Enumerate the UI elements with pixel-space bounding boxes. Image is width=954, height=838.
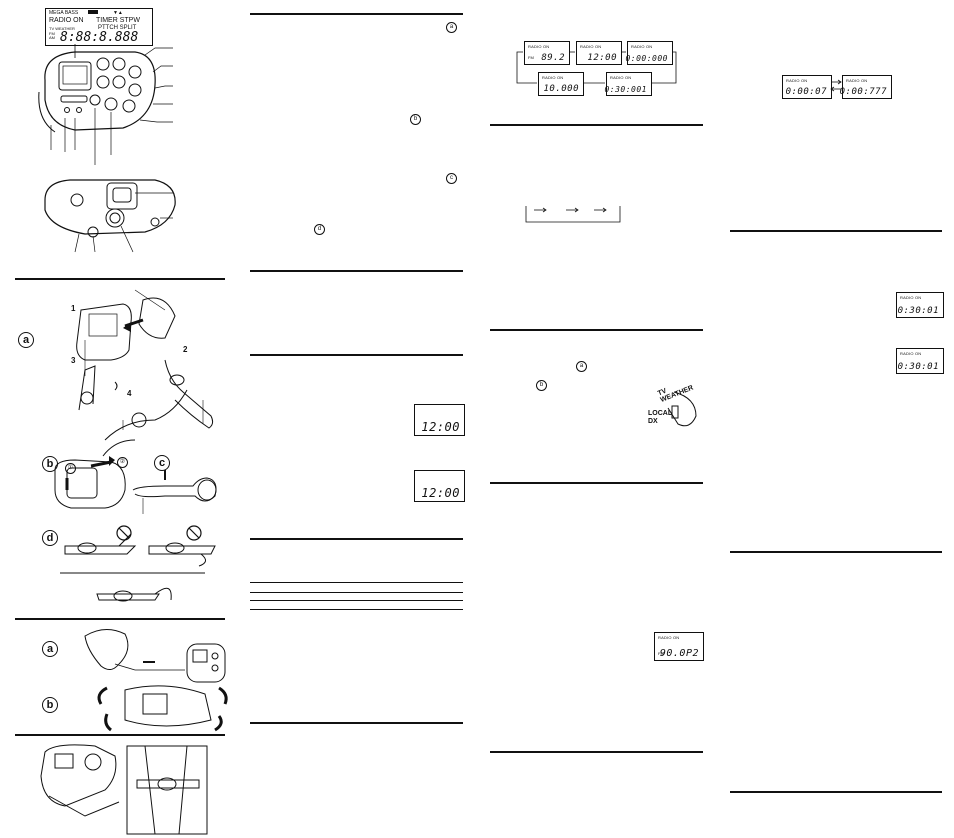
column-4: RADIO ON 0:00:07 RADIO ON 0:00:777 RADIO… xyxy=(730,0,945,838)
device-front-drawing xyxy=(38,44,176,253)
flow-lcd-pitch: RADIO ON 10.000 xyxy=(538,72,584,96)
step-2: 2 xyxy=(183,345,188,354)
step-1: 1 xyxy=(71,304,76,313)
flow-arrows xyxy=(516,51,677,84)
lcd-digits: 0:30:01 xyxy=(897,306,939,316)
lcd-tag: RADIO ON xyxy=(900,351,922,356)
lcd-tag: RADIO ON xyxy=(528,44,550,49)
lcd-digits: 12:00 xyxy=(421,420,460,434)
figure-letter-b-2: b xyxy=(42,697,58,713)
step-3: 3 xyxy=(71,356,76,365)
table-rule-bottom xyxy=(250,609,463,610)
lcd-digits: 0:30:01 xyxy=(897,362,939,372)
lcd-digits: 0:00:777 xyxy=(839,87,887,97)
lcd-digits: 12:00 xyxy=(587,53,617,63)
lcd-band: FM AM xyxy=(49,31,55,40)
column-2: a b c d 12:00 12:00 xyxy=(250,0,465,838)
section-rule xyxy=(490,751,703,753)
lcd-radio-on: RADIO ON xyxy=(49,17,84,24)
section-rule xyxy=(250,538,463,540)
section-rule xyxy=(490,482,703,484)
lcd-tag: RADIO ON xyxy=(900,295,922,300)
figure-letter-a-2: a xyxy=(42,641,58,657)
preset-lcd: RADIO ON FM 90.0P2 xyxy=(654,632,704,661)
marker-b-col3: b xyxy=(536,380,547,391)
section-rule xyxy=(490,124,703,126)
figure-letter-a: a xyxy=(18,332,34,348)
figure-letter-d: d xyxy=(42,530,58,546)
section-rule xyxy=(730,230,942,232)
lcd-megabass-label: MEGA BASS xyxy=(49,10,79,16)
section-rule xyxy=(490,329,703,331)
section-rule xyxy=(15,734,225,736)
lcd-digits: 0:30:001 xyxy=(604,85,647,94)
lcd-digits: 89.2 xyxy=(541,53,565,63)
clock-lcd-minutes: 12:00 xyxy=(414,470,465,502)
section-rule xyxy=(250,270,463,272)
timer-lcd-1: RADIO ON 0:30:01 xyxy=(896,292,944,318)
flow-lcd-stopwatch: RADIO ON 0:00:000 xyxy=(625,41,673,65)
timer-lcd-2: RADIO ON 0:30:01 xyxy=(896,348,944,374)
lcd-digits: 8:88:8.888 xyxy=(60,30,139,45)
lcd-timer-stpw: TIMER STPW xyxy=(96,17,140,24)
section-rule xyxy=(730,791,942,793)
section-rule xyxy=(730,551,942,553)
lcd-tv-weather: TV WEATHER xyxy=(49,26,75,31)
belt-clip-drawing xyxy=(40,744,208,835)
section-rule xyxy=(15,278,225,280)
lcd-digits: 10.000 xyxy=(543,84,579,94)
strap-attach-drawing xyxy=(76,289,214,457)
split-lcd-left: RADIO ON 0:00:07 xyxy=(782,75,832,99)
battery-icon xyxy=(87,10,98,14)
table-rule xyxy=(250,592,463,593)
marker-d: d xyxy=(314,224,325,235)
lcd-tag: RADIO ON xyxy=(786,78,808,83)
lcd-row1: MEGA BASS ▼▲ xyxy=(49,10,149,16)
table-rule-top xyxy=(250,582,463,583)
strap-lock-drawing xyxy=(54,456,217,514)
wear-caution-drawing xyxy=(60,525,216,602)
marker-a-col3: a xyxy=(576,361,587,372)
marker-a: a xyxy=(446,22,457,33)
flow-lcd-timer: RADIO ON 0:30:001 xyxy=(604,72,652,96)
marker-b: b xyxy=(410,114,421,125)
lcd-closeup: MEGA BASS ▼▲ RADIO ON TIMER STPW TV WEAT… xyxy=(45,8,153,46)
lcd-tag: RADIO ON xyxy=(610,75,632,80)
split-arrows xyxy=(830,79,842,92)
section-rule xyxy=(250,354,463,356)
figure-letter-c: c xyxy=(154,455,170,471)
band-switch-label-bottom: LOCAL DX xyxy=(648,410,673,425)
section-rule xyxy=(250,13,463,15)
lcd-arrows: ▼▲ xyxy=(112,10,123,16)
column-3: RADIO ON FM 89.2 RADIO ON 12:00 RADIO ON… xyxy=(490,0,705,838)
band-cycle-diagram xyxy=(525,206,621,223)
column-illustrations: MEGA BASS ▼▲ RADIO ON TIMER STPW TV WEAT… xyxy=(15,0,228,838)
lcd-tag: RADIO ON xyxy=(658,635,680,640)
lcd-tag: RADIO ON xyxy=(631,44,653,49)
clock-lcd-hours: 12:00 xyxy=(414,404,465,436)
lcd-digits: 90.0P2 xyxy=(659,648,699,659)
band-switch-drawing xyxy=(667,391,697,427)
section-rule xyxy=(15,618,225,620)
split-lcd-right: RADIO ON 0:00:777 xyxy=(839,75,892,99)
lcd-tag: RADIO ON xyxy=(542,75,564,80)
lcd-pitch-split: PTTCH SPLIT xyxy=(98,25,137,31)
step-4: 4 xyxy=(127,389,132,398)
lcd-band: FM xyxy=(528,55,534,60)
lcd-digits: 12:00 xyxy=(421,486,460,500)
table-rule xyxy=(250,600,463,601)
lcd-digits: 0:00:07 xyxy=(785,87,827,97)
flow-lcd-clock: RADIO ON 12:00 xyxy=(576,41,622,65)
lcd-digits: 0:00:000 xyxy=(625,54,668,63)
headphone-drawing xyxy=(84,629,228,732)
flow-lcd-radio: RADIO ON FM 89.2 xyxy=(524,41,570,65)
section-rule xyxy=(250,722,463,724)
lcd-tag: RADIO ON xyxy=(580,44,602,49)
lcd-band: FM xyxy=(658,651,664,656)
marker-c: c xyxy=(446,173,457,184)
lcd-tag: RADIO ON xyxy=(846,78,868,83)
sub-step-2: ② xyxy=(117,457,128,468)
